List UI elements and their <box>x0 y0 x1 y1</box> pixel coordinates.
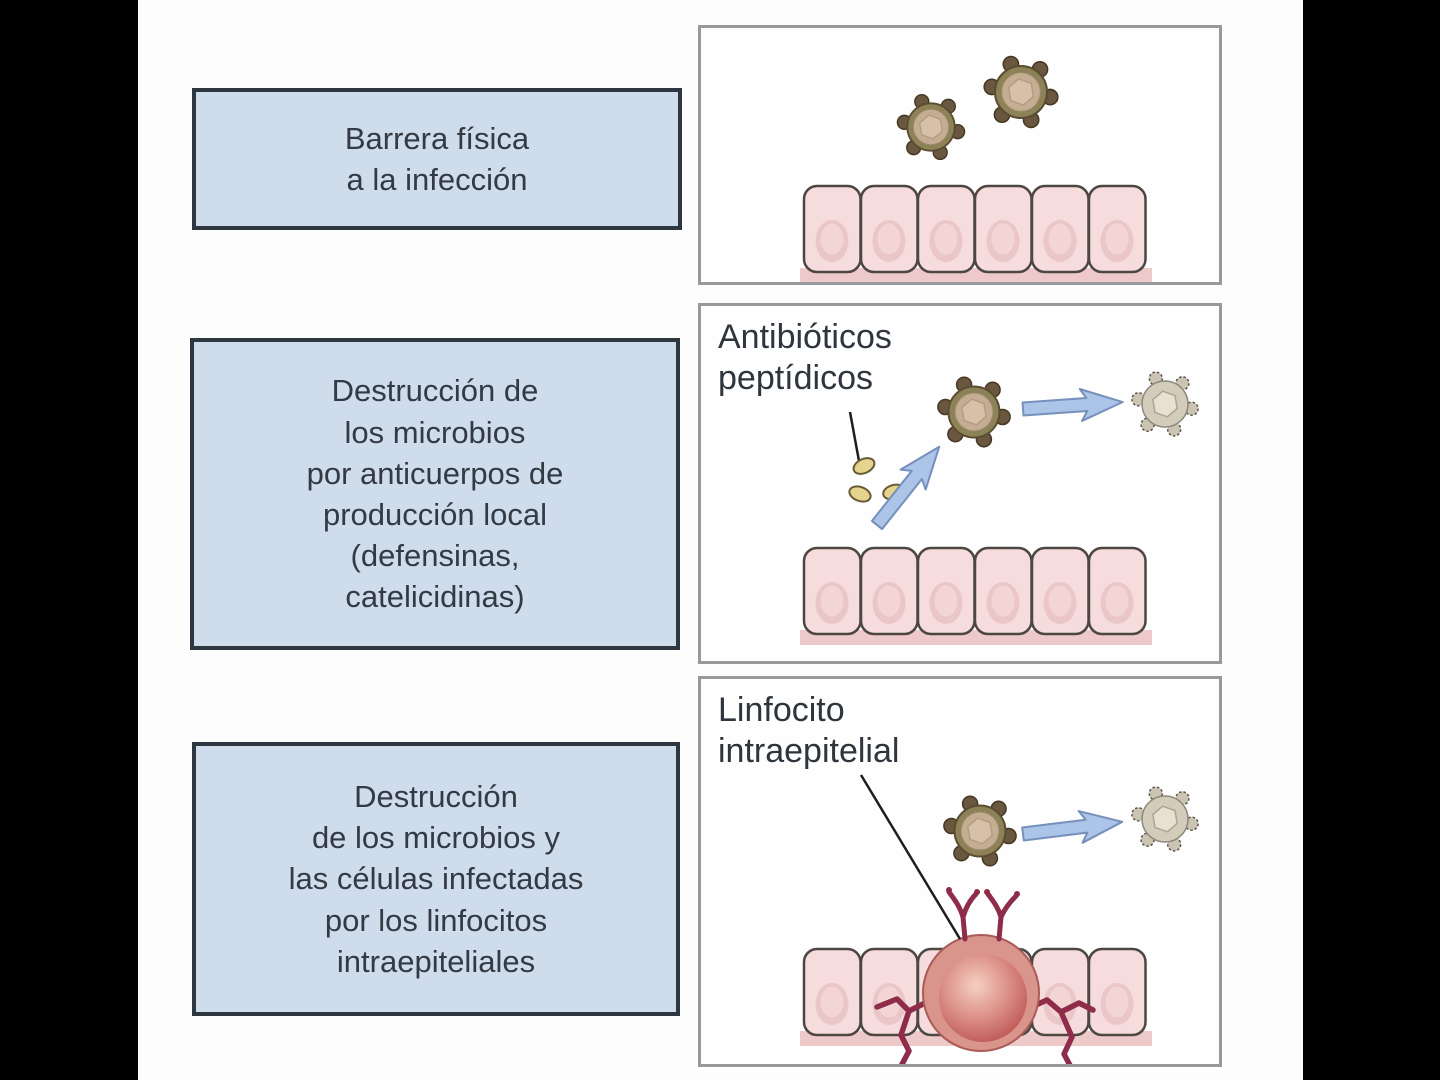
label-box-intraepithelial-lymphocytes: Destrucción de los microbios y las célul… <box>192 742 680 1016</box>
microbe-icon <box>983 55 1059 129</box>
panel-intraepithelial-lymphocyte-art <box>701 774 1199 1064</box>
killing-arrow-icon <box>1020 385 1125 426</box>
panel-peptide-antibiotics: Antibióticos peptídicos <box>698 303 1222 664</box>
lymphocyte-receptors-icon <box>946 887 1020 942</box>
microbe-icon <box>896 93 966 161</box>
intraepithelial-lymphocyte-cell <box>922 934 1040 1052</box>
destroyed-microbe-icon <box>1131 371 1199 437</box>
microbe-icon <box>936 376 1012 448</box>
figure-canvas: Barrera física a la infección Destrucció… <box>138 0 1303 1080</box>
epithelium <box>800 548 1152 645</box>
panel-physical-barrier-art <box>701 55 1219 282</box>
panel-peptide-antibiotics-art <box>701 371 1199 661</box>
annotation-peptide-antibiotics: Antibióticos peptídicos <box>718 318 892 398</box>
epithelium <box>800 186 1152 282</box>
annotation-pointer-line <box>848 411 861 462</box>
annotation-intraepithelial-lymphocyte: Linfocito intraepitelial <box>718 691 900 771</box>
label-box-physical-barrier: Barrera física a la infección <box>192 88 682 230</box>
label-box-peptide-antibiotics: Destrucción de los microbios por anticue… <box>190 338 680 650</box>
microbe-icon <box>942 795 1018 867</box>
annotation-pointer-line <box>859 774 962 940</box>
panel-physical-barrier <box>698 25 1222 285</box>
destroyed-microbe-icon <box>1131 786 1199 852</box>
lymphocyte-dendrites <box>874 996 1096 1064</box>
killing-arrow-icon <box>1020 804 1126 851</box>
panel-intraepithelial-lymphocyte: Linfocito intraepitelial <box>698 676 1222 1067</box>
secretion-arrow-icon <box>863 435 953 536</box>
